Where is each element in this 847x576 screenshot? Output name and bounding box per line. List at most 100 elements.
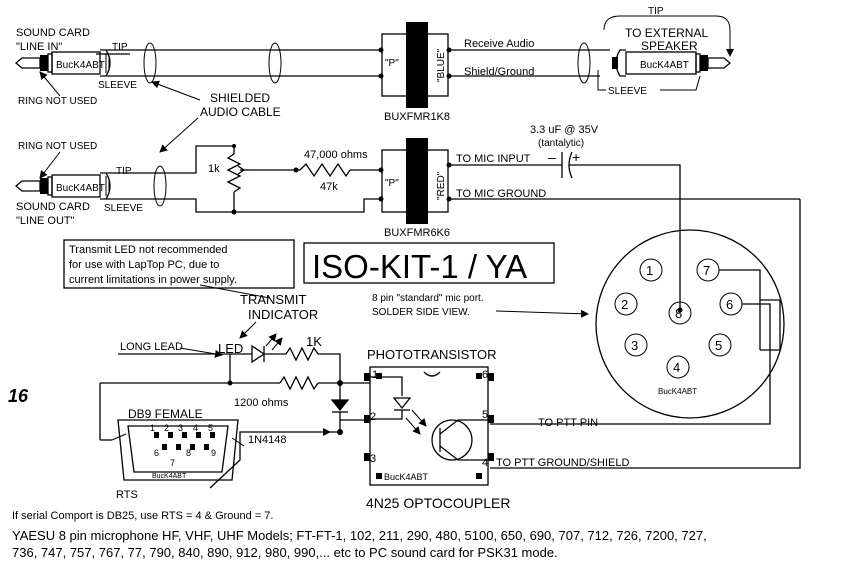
footer-note: If serial Comport is DB25, use RTS = 4 &…	[12, 510, 274, 522]
external-speaker-2: SPEAKER	[641, 39, 698, 53]
transformer-red-part: BUXFMR6K6	[384, 227, 450, 239]
pin-2: 2	[621, 297, 628, 312]
footer-line-2: 736, 747, 757, 767, 77, 790, 840, 890, 9…	[12, 545, 558, 560]
led-note-1: Transmit LED not recommended	[69, 244, 228, 256]
transformer-red	[378, 138, 452, 224]
db9-connector: BucK4ABT	[111, 419, 245, 481]
transformer-blue-color: "BLUE"	[436, 48, 447, 82]
opto-pin-6: 6	[482, 369, 488, 381]
diode-label: 1N4148	[248, 434, 287, 446]
title: ISO-KIT-1 / YA	[312, 248, 527, 285]
to-mic-ground: TO MIC GROUND	[456, 188, 546, 200]
pin-6: 6	[726, 297, 733, 312]
shield-ground-label: Shield/Ground	[464, 66, 534, 78]
transformer-blue	[378, 22, 452, 108]
transformer-blue-p: "P"	[385, 58, 399, 69]
cap-plus: +	[572, 149, 580, 165]
pin-1: 1	[646, 263, 653, 278]
top-cable	[96, 42, 380, 84]
spk-sleeve-label: SLEEVE	[608, 86, 647, 97]
pot-value: 1k	[208, 163, 220, 175]
db9-pin-7: 7	[170, 458, 175, 468]
ptt-wiring	[99, 344, 370, 489]
pin-3: 3	[631, 338, 638, 353]
to-ptt-ground: TO PTT GROUND/SHIELD	[496, 457, 630, 469]
db9-pin-5: 5	[208, 423, 213, 433]
speaker-wires	[449, 42, 610, 84]
plug-brand-2: BucK4ABT	[56, 183, 105, 194]
db9-pin-6: 6	[154, 448, 159, 458]
opto-brand: BucK4ABT	[384, 472, 429, 482]
pin-5: 5	[715, 338, 722, 353]
cap-minus: –	[548, 149, 556, 165]
title-box	[303, 242, 555, 284]
plug-brand: BucK4ABT	[56, 60, 105, 71]
spk-plug-brand: BucK4ABT	[640, 60, 689, 71]
led-note-3: current limitations in power supply.	[69, 274, 237, 286]
transformer-red-p: "P"	[385, 178, 399, 189]
sleeve-label-2: SLEEVE	[104, 203, 143, 214]
long-lead-label: LONG LEAD	[120, 341, 183, 353]
to-ptt-pin: TO PTT PIN	[538, 417, 598, 429]
line-in-plug: BucK4ABT	[14, 49, 111, 77]
ring-not-used-label-2: RING NOT USED	[18, 141, 97, 152]
pin-7: 7	[703, 263, 710, 278]
optocoupler: BucK4ABT	[364, 366, 494, 486]
receive-audio-label: Receive Audio	[464, 38, 534, 50]
db9-pin-2: 2	[164, 423, 169, 433]
db9-pin-3: 3	[178, 423, 183, 433]
line-out-plug: BucK4ABT	[14, 172, 111, 200]
mic-wires	[449, 151, 801, 469]
spk-tip-label: TIP	[648, 6, 664, 17]
pin-4: 4	[673, 360, 680, 375]
line-out-label-1: SOUND CARD	[16, 201, 90, 213]
pin-8: 8	[675, 306, 682, 321]
db9-brand: BucK4ABT	[152, 473, 187, 480]
led-note-2: for use with LapTop PC, due to	[69, 259, 219, 271]
speaker-plug: BucK4ABT	[597, 15, 734, 91]
mic-caption-2: SOLDER SIDE VIEW.	[372, 307, 470, 318]
sleeve-label: SLEEVE	[98, 80, 137, 91]
capacitor-2: (tantalytic)	[538, 138, 584, 149]
opto-pin-5: 5	[482, 409, 488, 421]
rts-label: RTS	[116, 489, 138, 501]
resistor-1200-label: 1200 ohms	[234, 397, 289, 409]
to-mic-input: TO MIC INPUT	[456, 153, 531, 165]
resistor-1k-label: 1K	[306, 334, 322, 349]
ring-not-used-label: RING NOT USED	[18, 96, 97, 107]
tip-label-2: TIP	[116, 166, 132, 177]
footer-line-1: YAESU 8 pin microphone HF, VHF, UHF Mode…	[12, 528, 707, 543]
shielded-cable-label-2: AUDIO CABLE	[200, 105, 281, 119]
line-in-label-1: SOUND CARD	[16, 27, 90, 39]
tip-label: TIP	[112, 42, 128, 53]
db9-pin-9: 9	[211, 448, 216, 458]
transformer-red-color: "RED"	[436, 171, 447, 200]
external-speaker-1: TO EXTERNAL	[625, 26, 708, 40]
db9-pin-4: 4	[193, 423, 198, 433]
opto-pin-1: 1	[372, 369, 378, 381]
opto-pin-3: 3	[370, 453, 376, 465]
led-note-box	[63, 239, 295, 289]
mic-connector: BucK4ABT	[490, 229, 785, 425]
db9-pin-8: 8	[186, 448, 191, 458]
optocoupler-label: 4N25 OPTOCOUPLER	[366, 495, 510, 511]
capacitor-1: 3.3 uF @ 35V	[530, 124, 599, 136]
led-label: LED	[218, 341, 243, 356]
mic-brand: BucK4ABT	[658, 387, 697, 396]
transmit-indicator-2: INDICATOR	[248, 307, 318, 322]
transformer-blue-part: BUXFMR1K8	[384, 111, 450, 123]
db9-label: DB9 FEMALE	[128, 407, 203, 421]
line-out-label-2: "LINE OUT"	[16, 215, 75, 227]
phototransistor-label: PHOTOTRANSISTOR	[367, 347, 497, 362]
mic-caption-1: 8 pin "standard" mic port.	[372, 293, 484, 304]
opto-pin-4: 4	[482, 457, 488, 469]
resistor-value: 47k	[320, 181, 338, 193]
transmit-indicator-1: TRANSMIT	[240, 292, 307, 307]
resistor-ohms: 47,000 ohms	[304, 149, 368, 161]
line-in-label-2: "LINE IN"	[16, 41, 62, 53]
mid-wiring	[106, 145, 381, 213]
page-number: 16	[8, 386, 29, 406]
shielded-cable-label-1: SHIELDED	[210, 91, 270, 105]
opto-pin-2: 2	[370, 411, 376, 423]
